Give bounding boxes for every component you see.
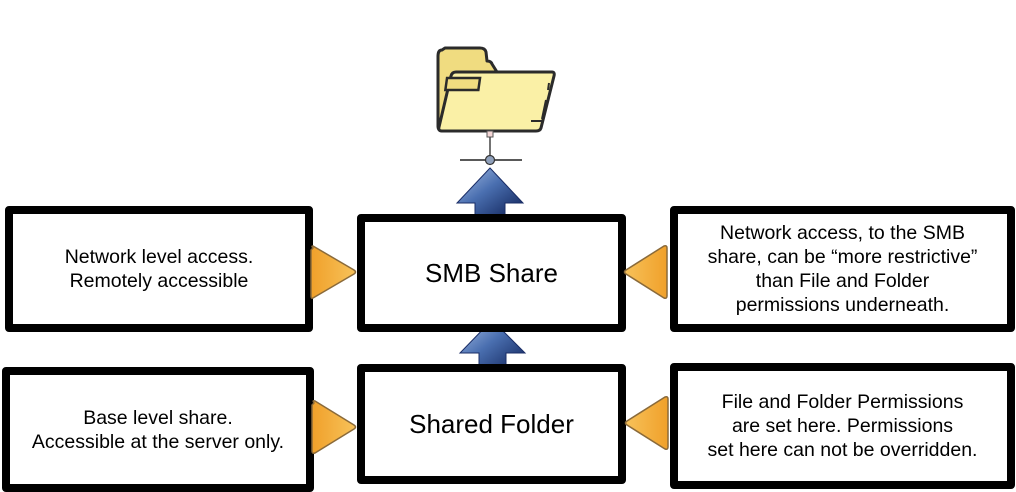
network-node-icon: [484, 154, 496, 166]
network-shared-folder-icon: [436, 46, 556, 166]
layer-label: SMB Share: [425, 258, 558, 288]
pointer-left-arrow-icon: [623, 245, 668, 299]
pointer-right-arrow-icon: [310, 245, 357, 299]
right-note-text: Network access, to the SMB share, can be…: [707, 222, 978, 316]
left-note-text: Network level access. Remotely accessibl…: [64, 246, 254, 292]
right-note-box-shared-folder: File and Folder Permissions are set here…: [670, 363, 1015, 489]
layer-box-shared-folder: Shared Folder: [357, 364, 626, 484]
left-note-box-smb: Network level access. Remotely accessibl…: [5, 206, 313, 332]
layer-label: Shared Folder: [409, 409, 574, 439]
folder-label-icon: [443, 76, 482, 92]
pointer-left-arrow-icon: [624, 396, 669, 450]
layer-box-smb-share: SMB Share: [357, 214, 626, 332]
left-note-box-shared-folder: Base level share. Accessible at the serv…: [2, 367, 314, 492]
pointer-right-arrow-icon: [311, 400, 357, 454]
right-note-box-smb: Network access, to the SMB share, can be…: [670, 206, 1015, 332]
right-note-text: File and Folder Permissions are set here…: [707, 391, 978, 461]
left-note-text: Base level share. Accessible at the serv…: [31, 406, 285, 453]
